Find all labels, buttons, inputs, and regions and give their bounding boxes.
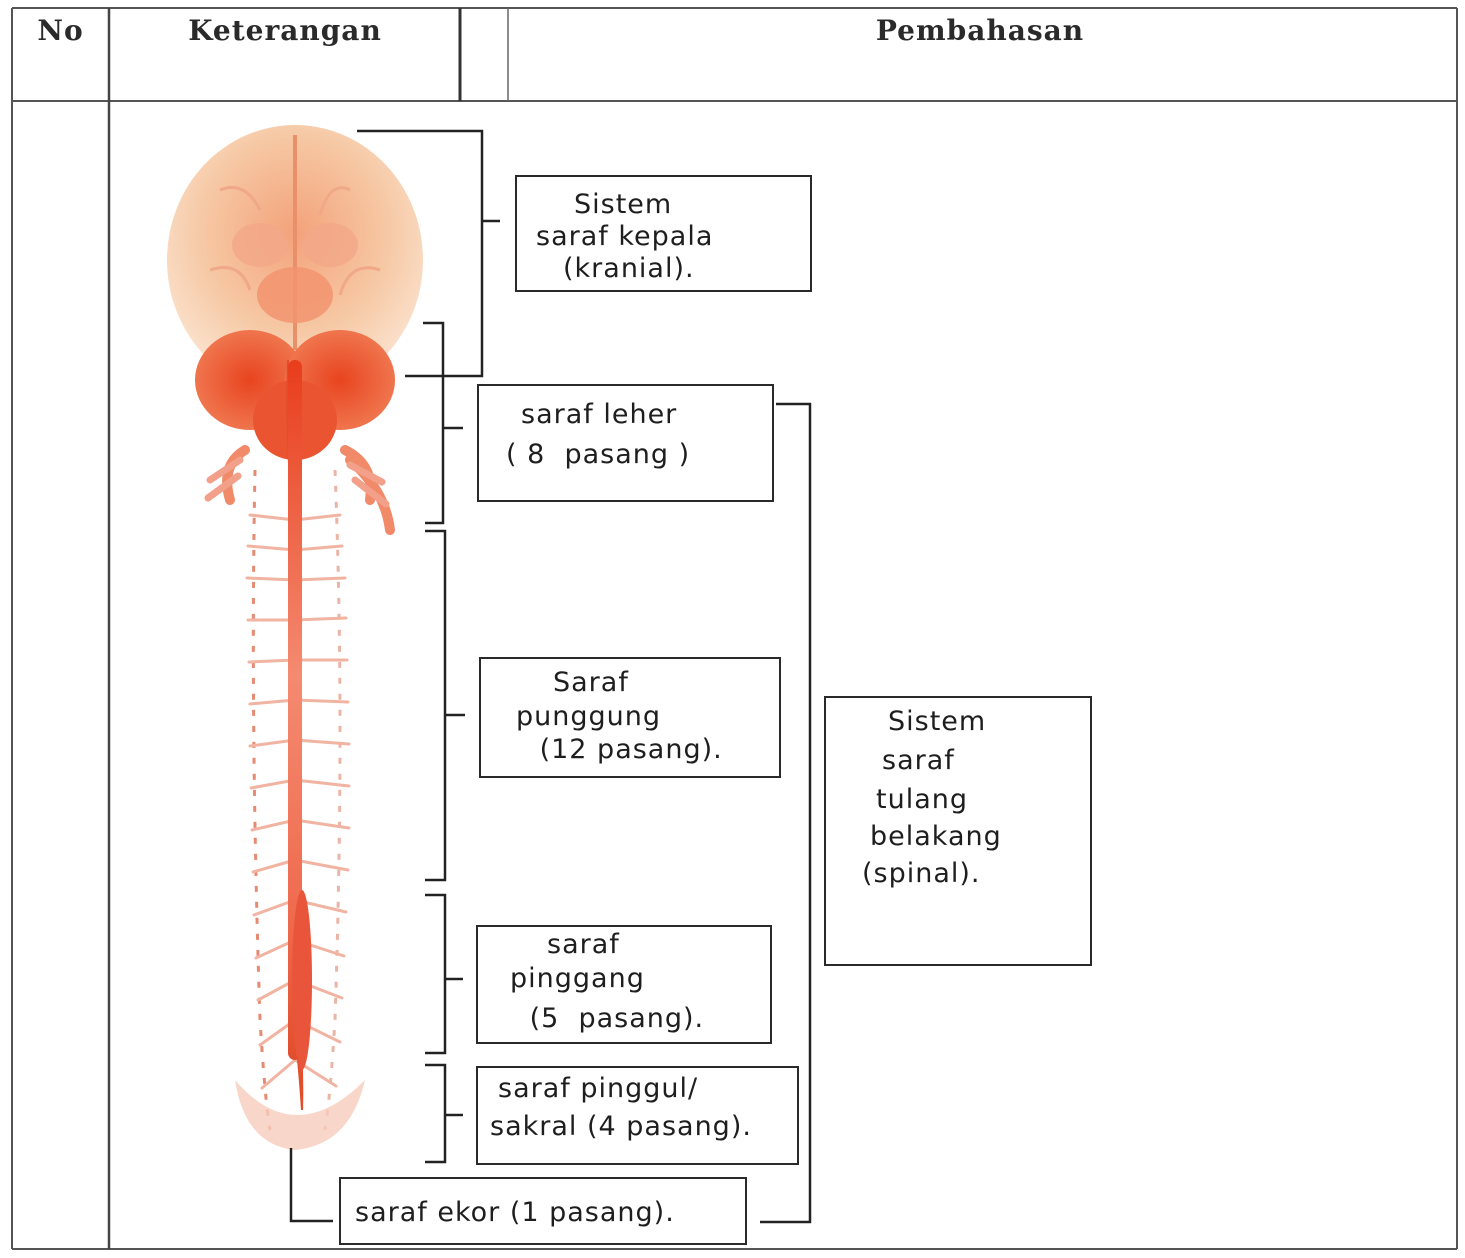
label-neck-line1: saraf leher xyxy=(521,398,677,431)
label-hip-line2: sakral (4 pasang). xyxy=(490,1110,752,1143)
label-spinal-line3: tulang xyxy=(876,783,968,816)
label-hip-line1: saraf pinggul/ xyxy=(498,1072,698,1105)
label-cranial-line2: saraf kepala xyxy=(536,220,713,253)
label-spinal-line4: belakang xyxy=(870,820,1002,853)
label-spinal-line1: Sistem xyxy=(888,705,986,738)
label-back-line3: (12 pasang). xyxy=(530,733,723,766)
label-spinal-line5: (spinal). xyxy=(862,857,981,890)
label-back-line1: Saraf xyxy=(553,666,629,699)
label-cranial-line1: Sistem xyxy=(574,188,672,221)
label-neck-line2: ( 8 pasang ) xyxy=(506,438,690,471)
label-waist-line1: saraf xyxy=(547,928,620,961)
label-waist-line2: pinggang xyxy=(510,962,645,995)
label-spinal-line2: saraf xyxy=(882,744,955,777)
label-waist-line3: (5 pasang). xyxy=(520,1002,704,1035)
label-back-line2: punggung xyxy=(516,700,661,733)
label-cranial-line3: (kranial). xyxy=(563,252,695,285)
label-tail-line1: saraf ekor (1 pasang). xyxy=(355,1196,675,1229)
